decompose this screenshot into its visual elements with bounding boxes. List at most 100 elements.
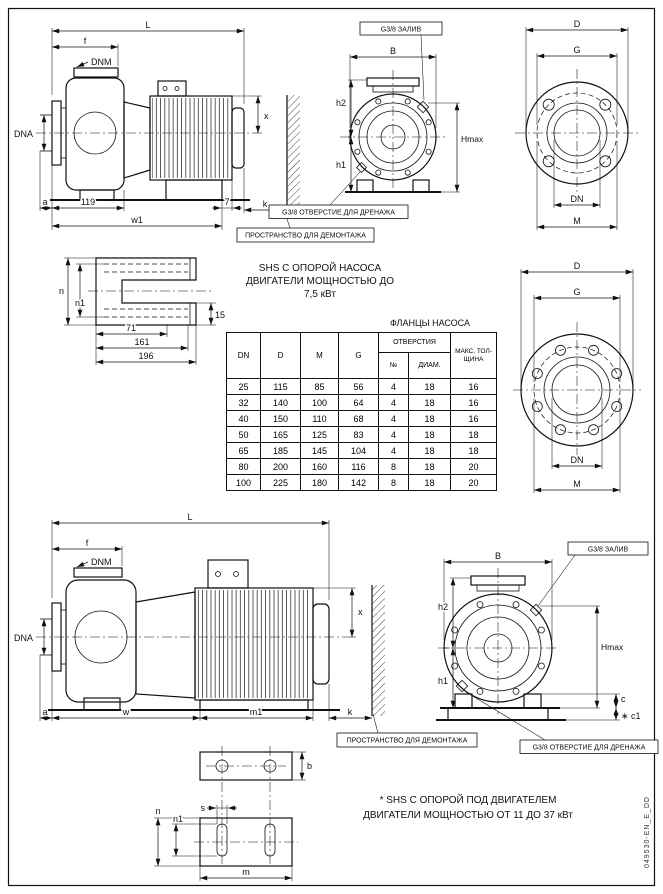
dim-h2-bottom: h2 bbox=[438, 602, 448, 612]
table-cell: 8 bbox=[378, 474, 409, 491]
table-cell: 100 bbox=[226, 474, 261, 491]
table-cell: 180 bbox=[300, 474, 339, 491]
col-header-diameter: ДИАМ. bbox=[408, 352, 451, 379]
annotation-fill-top: G3/8 ЗАЛИВ bbox=[381, 27, 422, 34]
dim-w: w bbox=[122, 707, 130, 717]
table-cell: 115 bbox=[260, 378, 301, 395]
view-bottom-front: B h2 h1 Hmax c ∗ c1 G3/8 ЗАЛИВ G3/8 ОТВЕ… bbox=[436, 541, 659, 754]
col-header-number: № bbox=[378, 352, 409, 379]
bolt-holes-8 bbox=[531, 344, 623, 436]
col-header-dn: DN bbox=[226, 332, 261, 379]
table-cell: 56 bbox=[338, 378, 379, 395]
table-cell: 8 bbox=[378, 458, 409, 475]
view-support-bracket: n n1 15 71 161 196 bbox=[57, 257, 227, 365]
table-cell: 18 bbox=[408, 410, 451, 427]
flange-bolt-holes-front bbox=[354, 98, 432, 176]
dim-DNA-top: DNA bbox=[14, 129, 33, 139]
dim-DNM-bottom: DNM bbox=[91, 557, 112, 567]
table-cell: 25 bbox=[226, 378, 261, 395]
col-header-d: D bbox=[260, 332, 301, 379]
table-cell: 18 bbox=[408, 394, 451, 411]
table-cell: 65 bbox=[226, 442, 261, 459]
dim-x-top: x bbox=[264, 111, 269, 121]
table-cell: 4 bbox=[378, 442, 409, 459]
caption-small-line2: ДВИГАТЕЛИ МОЩНОСТЬЮ ДО bbox=[246, 276, 394, 287]
table-cell: 150 bbox=[260, 410, 301, 427]
table-cell: 83 bbox=[338, 426, 379, 443]
page-border bbox=[7, 7, 656, 887]
table-cell: 16 bbox=[450, 394, 497, 411]
dim-b: b bbox=[307, 761, 312, 771]
table-cell: 50 bbox=[226, 426, 261, 443]
dim-c: c bbox=[621, 694, 626, 704]
dim-m1: m1 bbox=[250, 707, 263, 717]
dim-B-bottom: B bbox=[495, 551, 501, 561]
view-baseplates: b s n n1 m bbox=[154, 746, 314, 881]
table-cell: 64 bbox=[338, 394, 379, 411]
dim-k-top: k bbox=[263, 199, 268, 209]
caption-small-line1: SHS С ОПОРОЙ НАСОСА bbox=[259, 261, 382, 274]
dim-n1-bracket: n1 bbox=[75, 298, 85, 308]
dim-15: 15 bbox=[215, 310, 225, 320]
dim-m: m bbox=[242, 867, 250, 877]
dim-h2-top: h2 bbox=[336, 98, 346, 108]
fill-plug bbox=[416, 100, 430, 114]
dim-x-bottom: x bbox=[358, 607, 363, 617]
flange-table-wrap: DN D M G ОТВЕРСТИЯ МАКС. ТОЛ-ЩИНА № ДИАМ… bbox=[226, 332, 497, 491]
table-cell: 18 bbox=[408, 474, 451, 491]
dim-s: s bbox=[201, 803, 206, 813]
dim-h1-top: h1 bbox=[336, 160, 346, 170]
table-cell: 16 bbox=[450, 410, 497, 427]
dim-L-top: L bbox=[145, 20, 150, 30]
annotation-drain-bottom: G3/8 ОТВЕРСТИЕ ДЛЯ ДРЕНАЖА bbox=[533, 745, 646, 752]
dim-71: 71 bbox=[126, 323, 136, 333]
dim-k-bottom: k bbox=[348, 707, 353, 717]
dim-B-top: B bbox=[390, 46, 396, 56]
annotation-box-drain-top bbox=[268, 204, 409, 219]
dim-L-bottom: L bbox=[187, 512, 192, 522]
dim-a-bottom: a bbox=[42, 707, 47, 717]
dim-M-f2: M bbox=[573, 479, 581, 489]
view-bottom-side: L f DNM DNA x a w m1 k ПРОСТРАНСТВО ДЛЯ … bbox=[13, 511, 478, 748]
dim-7: 7 bbox=[224, 197, 229, 207]
dim-DNA-bottom: DNA bbox=[14, 633, 33, 643]
annotation-dismantle-bottom: ПРОСТРАНСТВО ДЛЯ ДЕМОНТАЖА bbox=[347, 738, 468, 745]
table-cell: 20 bbox=[450, 458, 497, 475]
fill-plug-2 bbox=[529, 603, 543, 617]
annotation-box-dismantle-top bbox=[236, 227, 375, 243]
table-cell: 116 bbox=[338, 458, 379, 475]
table-cell: 145 bbox=[300, 442, 339, 459]
table-cell: 40 bbox=[226, 410, 261, 427]
annotation-box-drain-bottom bbox=[519, 739, 659, 754]
table-cell: 18 bbox=[408, 378, 451, 395]
dim-DN-f2: DN bbox=[571, 455, 584, 465]
document-code: 049530-EN_E_DD bbox=[644, 796, 651, 868]
table-cell: 104 bbox=[338, 442, 379, 459]
table-cell: 160 bbox=[300, 458, 339, 475]
annotation-dismantle-top: ПРОСТРАНСТВО ДЛЯ ДЕМОНТАЖА bbox=[245, 233, 366, 240]
table-cell: 110 bbox=[300, 410, 339, 427]
col-header-g: G bbox=[338, 332, 379, 379]
table-cell: 20 bbox=[450, 474, 497, 491]
col-header-maxthk: МАКС. ТОЛ-ЩИНА bbox=[450, 332, 497, 379]
table-cell: 142 bbox=[338, 474, 379, 491]
col-header-m: M bbox=[300, 332, 339, 379]
dim-161: 161 bbox=[134, 337, 149, 347]
annotation-fill-bottom: G3/8 ЗАЛИВ bbox=[588, 547, 629, 554]
table-cell: 16 bbox=[450, 378, 497, 395]
motor-fins bbox=[152, 98, 230, 178]
table-cell: 4 bbox=[378, 394, 409, 411]
dim-n-plate: n bbox=[155, 806, 160, 816]
dim-G-f2: G bbox=[573, 287, 580, 297]
table-cell: 68 bbox=[338, 410, 379, 427]
dim-119: 119 bbox=[81, 197, 95, 207]
table-cell: 140 bbox=[260, 394, 301, 411]
dim-f-bottom: f bbox=[86, 538, 89, 548]
